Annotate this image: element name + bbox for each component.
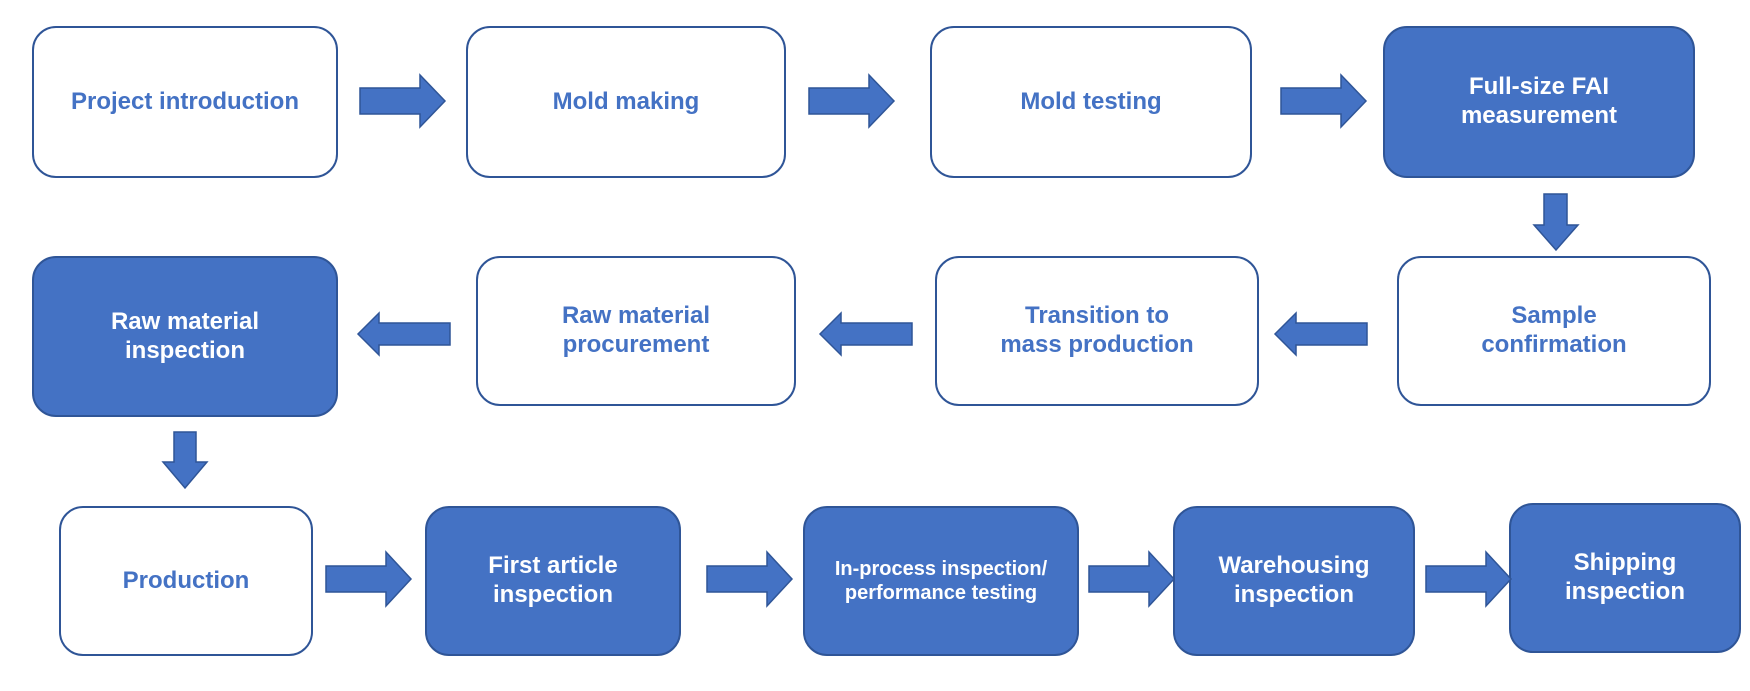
node-production: Production (59, 506, 313, 656)
node-label: In-process inspection/performance testin… (834, 558, 1048, 604)
arrow-down-icon (161, 431, 209, 490)
arrow-left-icon (356, 311, 451, 357)
node-label: Production (122, 566, 250, 594)
node-label: Project introduction (71, 87, 299, 115)
arrow-right-icon (706, 550, 794, 608)
node-mold-testing: Mold testing (930, 26, 1252, 178)
node-in-process-inspection: In-process inspection/performance testin… (803, 506, 1079, 656)
arrow-right-icon (808, 73, 896, 129)
node-label: Mold testing (1020, 87, 1162, 115)
arrow-left-icon (1273, 311, 1368, 357)
arrow-right-icon (1425, 550, 1513, 608)
arrow-down-icon (1532, 193, 1580, 252)
node-project-introduction: Project introduction (32, 26, 338, 178)
arrow-right-icon (325, 550, 413, 608)
arrow-left-icon (818, 311, 913, 357)
arrow-right-icon (1280, 73, 1368, 129)
node-label: Mold making (552, 87, 700, 115)
node-mold-making: Mold making (466, 26, 786, 178)
arrow-right-icon (359, 73, 447, 129)
arrow-right-icon (1088, 550, 1176, 608)
